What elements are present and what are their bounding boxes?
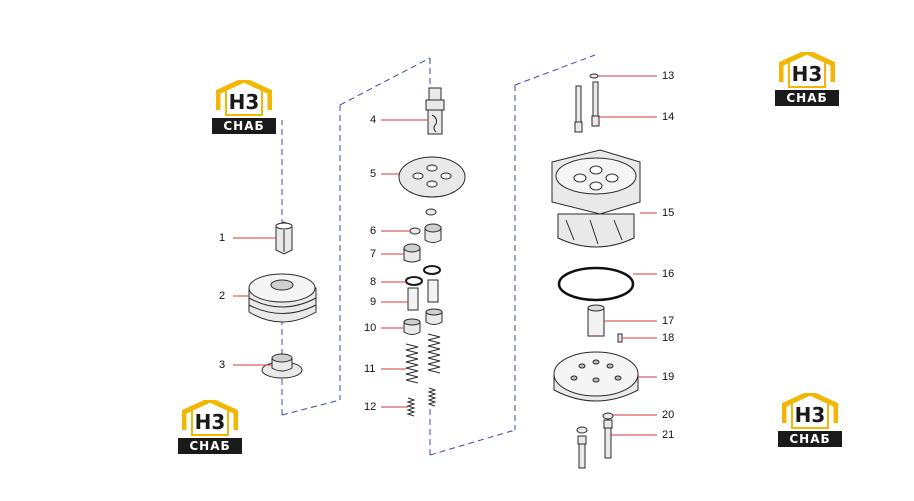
part-18-pin	[617, 333, 623, 343]
logo-mark: H3	[791, 403, 829, 429]
part-2-cap	[248, 273, 317, 323]
callout-18: 18	[662, 332, 675, 344]
logo-mark-text: H3	[194, 410, 226, 434]
part-20-washer	[576, 412, 614, 434]
logo-roof-icon	[216, 80, 272, 110]
part-8-oring	[405, 265, 441, 286]
watermark-logo: H3 СНАБ	[212, 80, 276, 140]
part-17-sleeve	[587, 304, 605, 337]
callout-3: 3	[219, 359, 226, 371]
part-21-bolt	[577, 419, 613, 469]
logo-roof-icon	[782, 393, 838, 423]
callout-16: 16	[662, 268, 675, 280]
leader-lines	[233, 75, 657, 436]
part-19-base-plate	[553, 351, 639, 402]
callout-19: 19	[662, 371, 675, 383]
logo-text: СНАБ	[775, 90, 839, 106]
part-1-nut	[275, 221, 293, 255]
part-14-pin	[574, 81, 600, 133]
logo-mark-text: H3	[228, 90, 260, 114]
callout-9: 9	[370, 296, 377, 308]
part-11-spring	[405, 333, 441, 384]
logo-roof-icon	[182, 400, 238, 430]
logo-mark: H3	[191, 410, 229, 436]
part-5-plate	[398, 156, 466, 198]
logo-mark-text: H3	[794, 403, 826, 427]
part-13-washer	[589, 73, 599, 79]
part-12-inner-spring	[406, 387, 437, 417]
logo-roof-icon	[779, 52, 835, 82]
callout-13: 13	[662, 70, 675, 82]
logo-text: СНАБ	[212, 118, 276, 134]
logo-mark-text: H3	[791, 62, 823, 86]
part-3-base	[261, 353, 303, 379]
watermark-logo: H3 СНАБ	[775, 52, 839, 112]
logo-mark: H3	[225, 90, 263, 116]
callout-17: 17	[662, 315, 675, 327]
part-16-oring	[557, 266, 635, 302]
callout-8: 8	[370, 276, 377, 288]
callout-12: 12	[364, 401, 377, 413]
callout-11: 11	[364, 363, 376, 375]
part-10-seat	[403, 308, 443, 335]
part-9-spool	[407, 279, 439, 311]
callout-2: 2	[219, 290, 226, 302]
part-15-housing	[551, 149, 641, 248]
part-4-adjuster	[425, 87, 445, 135]
part-6-seal	[409, 208, 442, 243]
logo-text: СНАБ	[178, 438, 242, 454]
callout-15: 15	[662, 207, 675, 219]
part-7-guide	[403, 243, 421, 263]
callout-14: 14	[662, 111, 675, 123]
callout-5: 5	[370, 168, 377, 180]
watermark-logo: H3 СНАБ	[778, 393, 842, 453]
watermark-logo: H3 СНАБ	[178, 400, 242, 460]
callout-4: 4	[370, 114, 377, 126]
callout-10: 10	[364, 322, 377, 334]
callout-21: 21	[662, 429, 675, 441]
callout-6: 6	[370, 225, 377, 237]
callout-1: 1	[219, 232, 226, 244]
callout-20: 20	[662, 409, 675, 421]
logo-text: СНАБ	[778, 431, 842, 447]
logo-mark: H3	[788, 62, 826, 88]
callout-7: 7	[370, 248, 377, 260]
